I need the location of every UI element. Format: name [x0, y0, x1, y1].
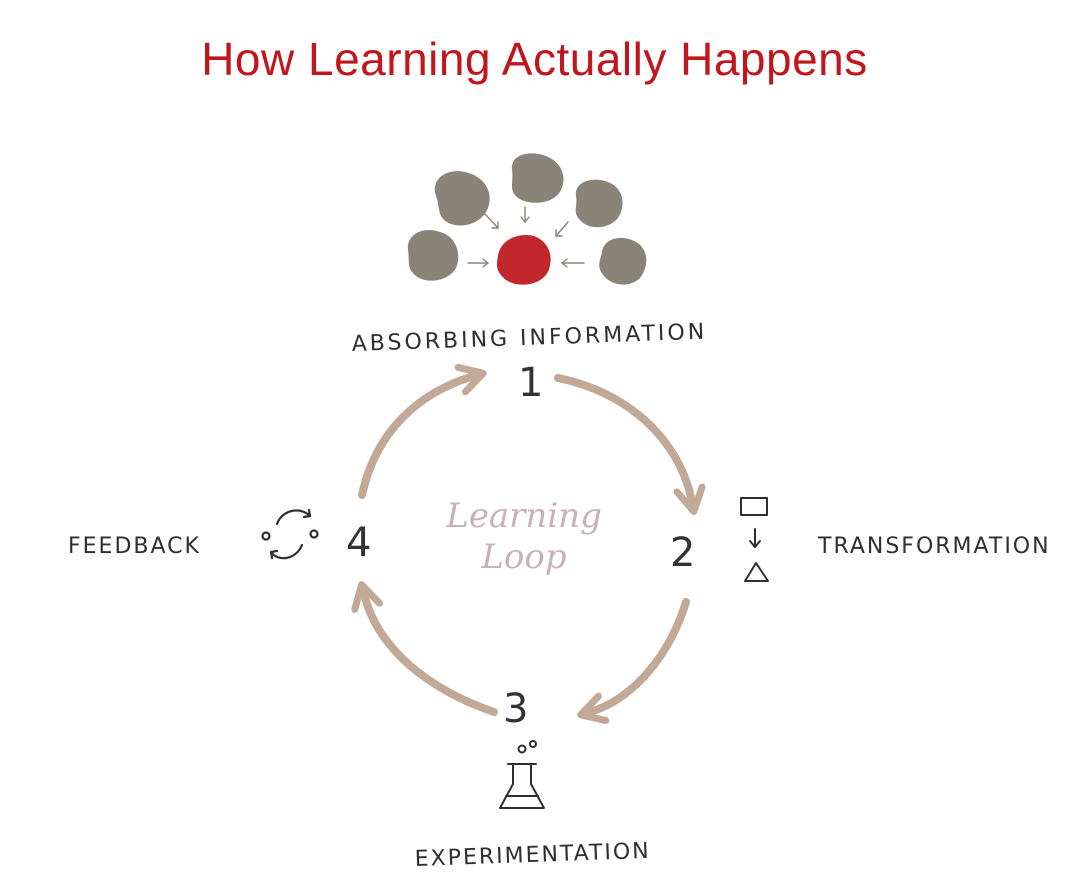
arrow-3-to-4	[364, 594, 498, 716]
center-label-line-1: Learning	[445, 496, 602, 536]
arrow-4-to-1	[358, 376, 474, 499]
step-2-label: TRANSFORMATION	[817, 534, 1051, 559]
transformation-icon	[740, 497, 769, 582]
flask-icon	[499, 740, 545, 809]
feedback-cycle-icon	[261, 508, 319, 560]
step-3-label: EXPERIMENTATION	[414, 839, 651, 872]
step-3-number: 3	[503, 686, 528, 732]
arrow-1-to-2	[554, 374, 692, 502]
step-4-number: 4	[346, 520, 371, 566]
absorbing-info-icon	[407, 153, 647, 285]
step-1-label: ABSORBING INFORMATION	[351, 320, 707, 357]
center-label-line-2: Loop	[480, 537, 566, 577]
step-4-label: FEEDBACK	[68, 534, 201, 559]
page-title: How Learning Actually Happens	[201, 33, 868, 85]
step-2-number: 2	[670, 530, 695, 576]
arrow-2-to-3	[590, 598, 690, 712]
step-1-number: 1	[518, 360, 543, 406]
